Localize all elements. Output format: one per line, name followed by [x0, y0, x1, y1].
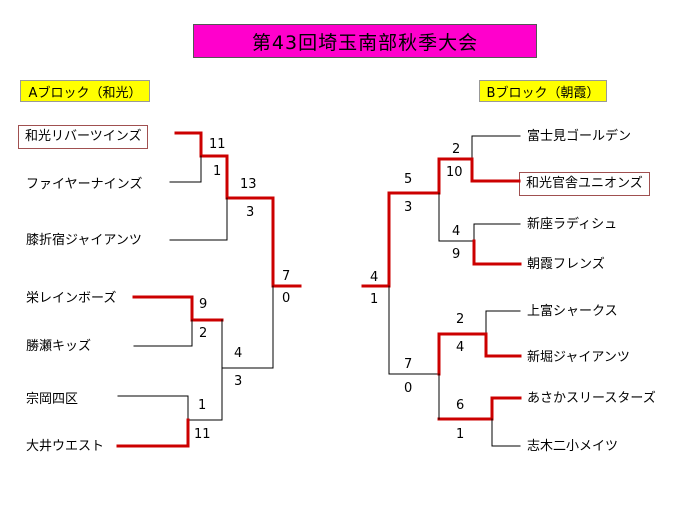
score-a-final-bottom: 0: [282, 291, 291, 306]
team-b-5: 上富シャークス: [527, 304, 618, 319]
score-a-r2-bottom: 3: [246, 205, 255, 220]
team-a-1: 和光リバーツインズ: [18, 125, 149, 149]
team-a-3: 膝折宿ジャイアンツ: [26, 233, 142, 248]
score-a-r1-bottom: 1: [213, 164, 222, 179]
score-b-m2-bottom: 9: [452, 247, 461, 262]
score-a-r2b-bottom: 3: [234, 374, 243, 389]
bracket-b-m2-loser: [438, 192, 521, 242]
score-b-m1-top: 2: [452, 142, 461, 157]
bracket-b-m3-loser: [485, 310, 521, 335]
score-b-s1-top: 5: [404, 172, 413, 187]
score-a-r2b-top: 4: [234, 346, 243, 361]
score-a-r2-top: 13: [240, 177, 257, 192]
score-b-m1-bottom: 10: [446, 165, 463, 180]
bracket-a-r1-winner: [174, 131, 229, 158]
bracket-b-m1-loser: [471, 135, 521, 160]
team-b-2: 和光官舎ユニオンズ: [519, 172, 650, 196]
block-b-label: Bブロック（朝霞）: [479, 80, 607, 102]
team-b-4: 朝霞フレンズ: [527, 257, 605, 272]
bracket-a-r1b-winner: [132, 295, 224, 322]
team-a-5: 勝瀬キッズ: [26, 339, 92, 354]
score-a-r1c-bottom: 11: [194, 427, 211, 442]
score-a-r1c-top: 1: [198, 398, 207, 413]
bracket-a-r1c-winner: [116, 418, 190, 448]
block-a-label: Aブロック（和光）: [20, 80, 150, 102]
score-b-m4-bottom: 1: [456, 427, 465, 442]
score-b-s1-bottom: 3: [404, 200, 413, 215]
score-b-s2-top: 7: [404, 357, 413, 372]
team-b-7: あさかスリースターズ: [527, 391, 656, 406]
team-a-4: 栄レインボーズ: [26, 291, 117, 306]
score-b-final-top: 4: [370, 270, 379, 285]
team-a-2: ファイヤーナインズ: [26, 177, 143, 192]
team-a-7: 大井ウエスト: [26, 439, 105, 454]
team-b-6: 新堀ジャイアンツ: [527, 350, 630, 365]
score-a-r1-top: 11: [209, 137, 226, 152]
score-b-final-bottom: 1: [370, 292, 379, 307]
team-b-8: 志木二小メイツ: [527, 439, 619, 454]
score-b-m2-top: 4: [452, 224, 461, 239]
bracket-a-r1-loser: [169, 155, 202, 183]
bracket-a-r2-loser: [169, 197, 228, 241]
team-b-1: 富士見ゴールデン: [527, 129, 632, 144]
score-b-m3-bottom: 4: [456, 340, 465, 355]
bracket-b-s1-winner: [387, 157, 441, 288]
score-a-final-top: 7: [282, 269, 291, 284]
bracket-a-r2b-line: [221, 285, 274, 369]
score-b-m4-top: 6: [456, 398, 465, 413]
score-a-r1b-top: 9: [199, 297, 208, 312]
page-title: 第43回埼玉南部秋季大会: [193, 24, 537, 58]
bracket-b-m1-winner: [437, 157, 521, 183]
bracket-a-r1b-loser: [133, 319, 193, 347]
score-b-s2-bottom: 0: [404, 381, 413, 396]
score-a-r1b-bottom: 2: [199, 326, 208, 341]
bracket-b-s2-line: [388, 285, 440, 375]
bracket-b-m3-winner: [437, 332, 522, 376]
bracket-b-m4-winner: [437, 396, 522, 421]
team-a-6: 宗岡四区: [26, 392, 79, 407]
bracket-a-r1c-loser: [117, 367, 223, 421]
bracket-a-r2-winner: [225, 154, 275, 288]
score-b-m3-top: 2: [456, 312, 465, 327]
bracket-b-m2-winner: [472, 239, 522, 266]
bracket-b-m4-loser: [491, 418, 521, 447]
team-b-3: 新座ラディシュ: [527, 217, 618, 232]
